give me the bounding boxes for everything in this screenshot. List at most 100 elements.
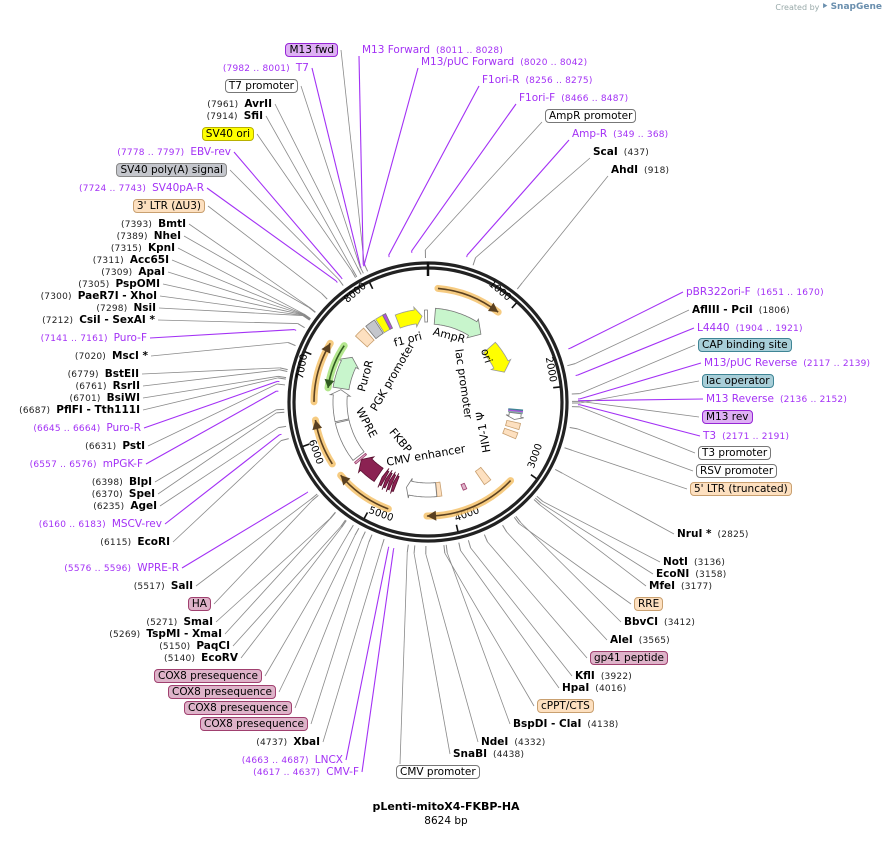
feature-label[interactable]: T7 promoter — [224, 79, 298, 93]
feature-label[interactable]: COX8 presequence — [200, 717, 308, 731]
feature-label[interactable]: M13 fwd — [285, 43, 338, 57]
enzyme-label[interactable]: NdeI(4332) — [481, 736, 545, 748]
primer-label[interactable]: Amp-R(349 .. 368) — [572, 128, 668, 140]
primer-label[interactable]: (7982 .. 8001)T7 — [223, 62, 309, 74]
primer-label[interactable]: F1ori-R(8256 .. 8275) — [482, 74, 593, 86]
primer-label[interactable]: M13 Reverse(2136 .. 2152) — [706, 393, 847, 405]
enzyme-label[interactable]: (6235)AgeI — [93, 500, 157, 512]
feature-label[interactable]: COX8 presequence — [154, 669, 262, 683]
enzyme-label[interactable]: AleI(3565) — [610, 634, 670, 646]
enzyme-label[interactable]: (6370)SpeI — [92, 488, 155, 500]
enzyme-label[interactable]: HpaI(4016) — [562, 682, 626, 694]
feature-label[interactable]: CAP binding site — [698, 338, 792, 352]
feature-label[interactable]: lac operator — [702, 374, 774, 388]
enzyme-label[interactable]: KflI(3922) — [575, 670, 632, 682]
enzyme-label[interactable]: (5517)SalI — [134, 580, 193, 592]
feature-label[interactable]: SV40 poly(A) signal — [116, 163, 227, 177]
enzyme-label[interactable]: (7914)SfiI — [207, 110, 263, 122]
primer-label[interactable]: (7141 .. 7161)Puro-F — [41, 332, 147, 344]
enzyme-name: CsiI - SexAI * — [79, 314, 155, 326]
enzyme-label[interactable]: (7298)NsiI — [96, 302, 156, 314]
enzyme-label[interactable]: SnaBI(4438) — [453, 748, 524, 760]
enzyme-label[interactable]: (5269)TspMI - XmaI — [109, 628, 222, 640]
primer-label[interactable]: L4440(1904 .. 1921) — [697, 322, 803, 334]
feature-label[interactable]: HA — [187, 597, 211, 611]
enzyme-label[interactable]: AflIII - PciI(1806) — [692, 304, 790, 316]
enzyme-label[interactable]: (7212)CsiI - SexAI * — [42, 314, 155, 326]
feature-label[interactable]: RRE — [634, 597, 664, 611]
puror-orf-arc-arrowhead — [324, 378, 335, 388]
enzyme-label[interactable]: ScaI(437) — [593, 146, 649, 158]
feature-label[interactable]: COX8 presequence — [184, 701, 292, 715]
enzyme-label[interactable]: (6779)BstEII — [68, 368, 139, 380]
enzyme-label[interactable]: (7389)NheI — [117, 230, 181, 242]
enzyme-label[interactable]: BbvCI(3412) — [624, 616, 695, 628]
primer-label[interactable]: (7778 .. 7797)EBV-rev — [117, 146, 231, 158]
enzyme-label[interactable]: (5271)SmaI — [146, 616, 213, 628]
feature-label[interactable]: 3' LTR (ΔU3) — [132, 199, 205, 213]
enzyme-name: ScaI — [593, 146, 618, 158]
enzyme-label[interactable]: (7311)Acc65I — [93, 254, 169, 266]
feature-name: HA — [187, 597, 211, 611]
enzyme-label[interactable]: (7393)BmtI — [121, 218, 186, 230]
enzyme-label[interactable]: (7305)PspOMI — [78, 278, 160, 290]
site-tick — [387, 546, 390, 549]
enzyme-label[interactable]: (6631)PstI — [85, 440, 145, 452]
site-tick — [277, 377, 286, 380]
feature-label[interactable]: COX8 presequence — [168, 685, 276, 699]
enzyme-label[interactable]: BspDI - ClaI(4138) — [513, 718, 619, 730]
enzyme-position: (5271) — [146, 618, 178, 628]
feature-label[interactable]: RSV promoter — [696, 464, 778, 478]
feature-label[interactable]: T3 promoter — [698, 446, 772, 460]
primer-label[interactable]: (7724 .. 7743)SV40pA-R — [79, 182, 204, 194]
feature-label[interactable]: gp41 peptide — [590, 651, 668, 665]
feature-label[interactable]: cPPT/CTS — [537, 699, 594, 713]
feature-label[interactable]: SV40 ori — [201, 127, 254, 141]
enzyme-label[interactable]: MfeI(3177) — [649, 580, 712, 592]
enzyme-label[interactable]: (7315)KpnI — [111, 242, 175, 254]
enzyme-label[interactable]: (6687)PflFI - Tth111I — [19, 404, 140, 416]
enzyme-label[interactable]: (7309)ApaI — [101, 266, 165, 278]
enzyme-label[interactable]: (6398)BlpI — [92, 476, 152, 488]
hiv-psi-box — [504, 419, 521, 431]
leader-line — [157, 319, 298, 324]
site-tick — [406, 544, 409, 553]
primer-label[interactable]: M13/pUC Forward(8020 .. 8042) — [421, 56, 587, 68]
primer-label[interactable]: (6557 .. 6576)mPGK-F — [30, 458, 143, 470]
ruler-label: 7000 — [295, 353, 310, 380]
ltr-box — [502, 427, 519, 440]
feature-label[interactable]: M13 rev — [702, 410, 753, 424]
enzyme-label[interactable]: (7961)AvrII — [207, 98, 272, 110]
enzyme-label[interactable]: (7020)MscI * — [75, 350, 148, 362]
f1-box — [423, 309, 428, 323]
feature-label[interactable]: AmpR promoter — [545, 109, 637, 123]
primer-label[interactable]: M13/pUC Reverse(2117 .. 2139) — [704, 357, 870, 369]
enzyme-label[interactable]: (6761)RsrII — [76, 380, 140, 392]
primer-label[interactable]: (5576 .. 5596)WPRE-R — [64, 562, 179, 574]
enzyme-label[interactable]: NotI(3136) — [663, 556, 725, 568]
feature-label[interactable]: CMV promoter — [396, 765, 480, 779]
leader-line — [224, 518, 331, 635]
enzyme-label[interactable]: (7300)PaeR7I - XhoI — [41, 290, 157, 302]
enzyme-label[interactable]: (5140)EcoRV — [164, 652, 238, 664]
enzyme-label[interactable]: AhdI(918) — [611, 164, 669, 176]
leader-line — [470, 547, 573, 677]
feature-label[interactable]: 5' LTR (truncated) — [690, 482, 792, 496]
primer-label[interactable]: (4617 .. 4637)CMV-F — [253, 766, 359, 778]
enzyme-label[interactable]: (6701)BsiWI — [70, 392, 140, 404]
enzyme-name: SnaBI — [453, 748, 488, 760]
primer-label[interactable]: M13 Forward(8011 .. 8028) — [362, 44, 503, 56]
primer-label[interactable]: F1ori-F(8466 .. 8487) — [519, 92, 628, 104]
enzyme-label[interactable]: NruI *(2825) — [677, 528, 749, 540]
enzyme-label[interactable]: EcoNI(3158) — [656, 568, 726, 580]
primer-label[interactable]: (4663 .. 4687)LNCX — [242, 754, 343, 766]
primer-label[interactable]: T3(2171 .. 2191) — [703, 430, 789, 442]
enzyme-label[interactable]: (5150)PaqCI — [159, 640, 230, 652]
primer-label[interactable]: (6645 .. 6664)Puro-R — [33, 422, 141, 434]
enzyme-label[interactable]: (6115)EcoRI — [100, 536, 170, 548]
enzyme-name: AvrII — [244, 98, 272, 110]
enzyme-label[interactable]: (4737)XbaI — [256, 736, 320, 748]
primer-label[interactable]: pBR322ori-F(1651 .. 1670) — [686, 286, 824, 298]
site-tick — [513, 516, 520, 524]
primer-label[interactable]: (6160 .. 6183)MSCV-rev — [39, 518, 162, 530]
